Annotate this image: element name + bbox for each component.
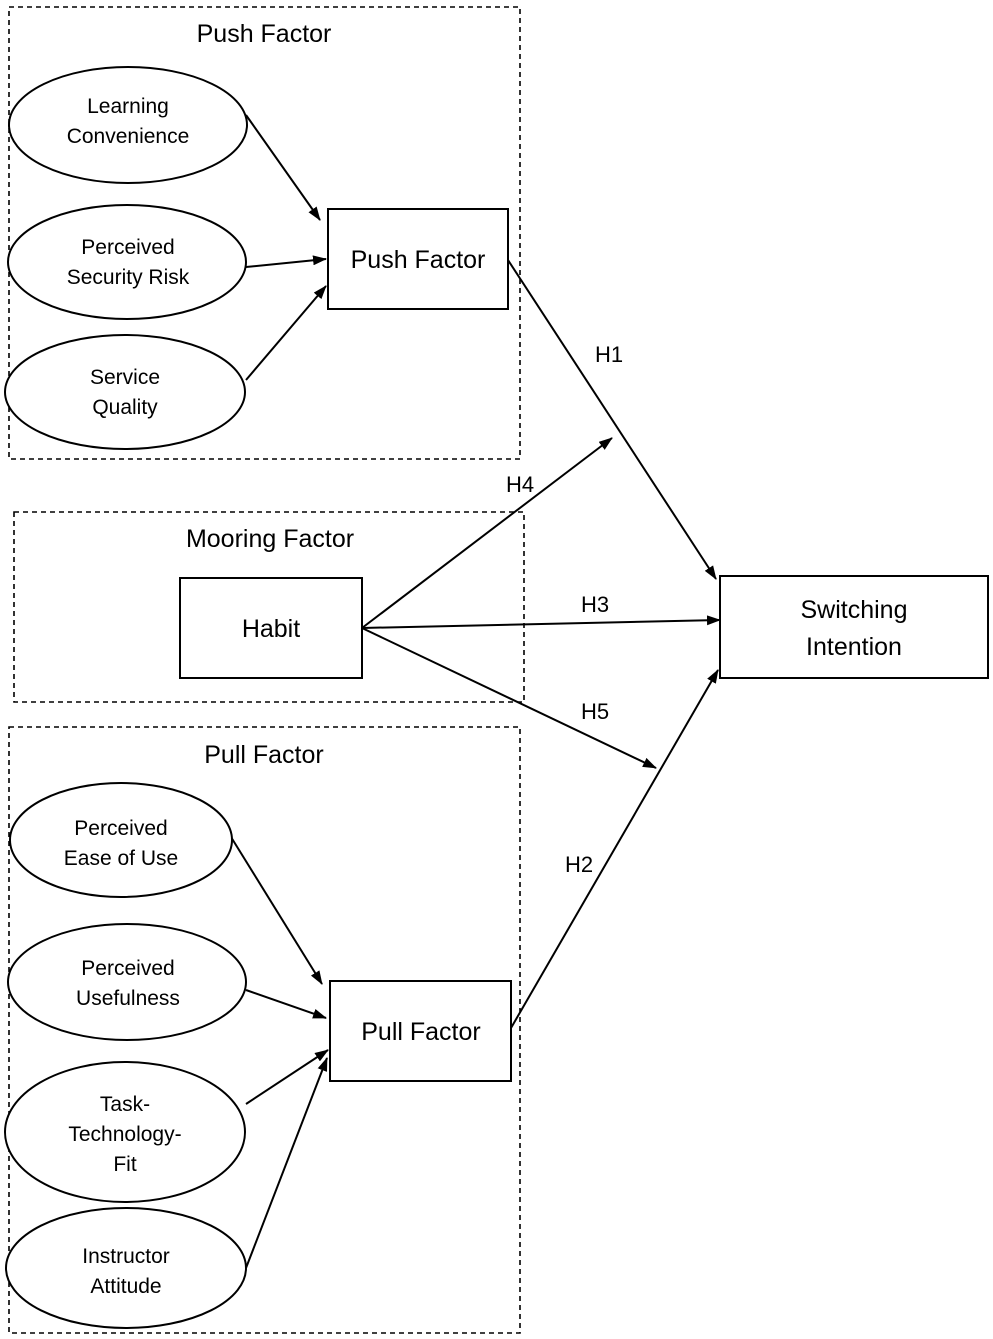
pull-factor-group-title: Pull Factor bbox=[204, 741, 323, 769]
construct-instructor-attitude-line-2: Attitude bbox=[90, 1275, 161, 1298]
construct-task-technology-fit: Task- Technology- Fit bbox=[4, 1061, 246, 1203]
switching-intention-box: Switching Intention bbox=[719, 575, 989, 679]
switching-intention-box-line-1: Switching bbox=[801, 596, 908, 624]
arrow-habit-to-h1-path bbox=[361, 437, 613, 629]
construct-instructor-attitude: Instructor Attitude bbox=[5, 1207, 247, 1329]
pull-factor-box: Pull Factor bbox=[329, 980, 512, 1082]
construct-perceived-security-risk-line-1: Perceived bbox=[81, 236, 174, 259]
arrow-usefulness-to-pull-factor bbox=[245, 989, 327, 1019]
pull-factor-box-label: Pull Factor bbox=[361, 1018, 480, 1046]
habit-box-label: Habit bbox=[242, 615, 300, 643]
construct-perceived-security-risk-line-2: Security Risk bbox=[67, 266, 190, 289]
arrow-service-quality-to-push-factor bbox=[245, 285, 327, 381]
construct-task-technology-fit-line-3: Fit bbox=[113, 1153, 136, 1176]
hypothesis-label-h5: H5 bbox=[581, 699, 609, 724]
arrow-push-factor-to-switching-intention bbox=[507, 259, 717, 580]
arrow-ease-of-use-to-pull-factor bbox=[230, 836, 323, 985]
construct-instructor-attitude-line-1: Instructor bbox=[82, 1245, 170, 1268]
construct-perceived-security-risk: Perceived Security Risk bbox=[7, 204, 247, 320]
push-factor-box: Push Factor bbox=[327, 208, 509, 310]
construct-task-technology-fit-line-1: Task- bbox=[100, 1093, 150, 1116]
push-factor-group bbox=[8, 6, 521, 460]
construct-perceived-ease-of-use-line-2: Ease of Use bbox=[64, 847, 178, 870]
construct-perceived-usefulness-line-2: Usefulness bbox=[76, 987, 180, 1010]
construct-perceived-ease-of-use: Perceived Ease of Use bbox=[9, 782, 233, 898]
construct-perceived-usefulness-line-1: Perceived bbox=[81, 957, 174, 980]
arrow-task-technology-fit-to-pull-factor bbox=[245, 1049, 329, 1105]
construct-learning-convenience: Learning Convenience bbox=[8, 66, 248, 184]
hypothesis-label-h1: H1 bbox=[595, 342, 623, 367]
construct-service-quality-line-1: Service bbox=[90, 366, 160, 389]
construct-service-quality-line-2: Quality bbox=[92, 396, 158, 419]
construct-learning-convenience-line-1: Learning bbox=[87, 95, 169, 118]
hypothesis-label-h2: H2 bbox=[565, 852, 593, 877]
pull-factor-group bbox=[8, 726, 521, 1334]
habit-box: Habit bbox=[179, 577, 363, 679]
construct-service-quality: Service Quality bbox=[4, 334, 246, 450]
hypothesis-label-h3: H3 bbox=[581, 592, 609, 617]
switching-intention-box-line-2: Intention bbox=[806, 633, 902, 661]
push-factor-group-title: Push Factor bbox=[197, 20, 332, 48]
push-factor-box-label: Push Factor bbox=[351, 246, 486, 274]
arrow-instructor-attitude-to-pull-factor bbox=[245, 1057, 328, 1269]
arrow-habit-to-switching-intention bbox=[361, 615, 721, 629]
hypothesis-label-h4: H4 bbox=[506, 472, 534, 497]
construct-learning-convenience-line-2: Convenience bbox=[67, 125, 190, 148]
arrow-learning-convenience-to-push-factor bbox=[245, 114, 321, 221]
construct-perceived-ease-of-use-line-1: Perceived bbox=[74, 817, 167, 840]
arrow-security-risk-to-push-factor bbox=[245, 255, 327, 268]
mooring-factor-group-title: Mooring Factor bbox=[186, 525, 354, 553]
mooring-factor-group bbox=[13, 511, 525, 703]
construct-perceived-usefulness: Perceived Usefulness bbox=[7, 923, 247, 1041]
arrow-pull-factor-to-switching-intention bbox=[510, 669, 719, 1029]
arrow-habit-to-h2-path bbox=[361, 627, 657, 769]
construct-task-technology-fit-line-2: Technology- bbox=[68, 1123, 181, 1146]
